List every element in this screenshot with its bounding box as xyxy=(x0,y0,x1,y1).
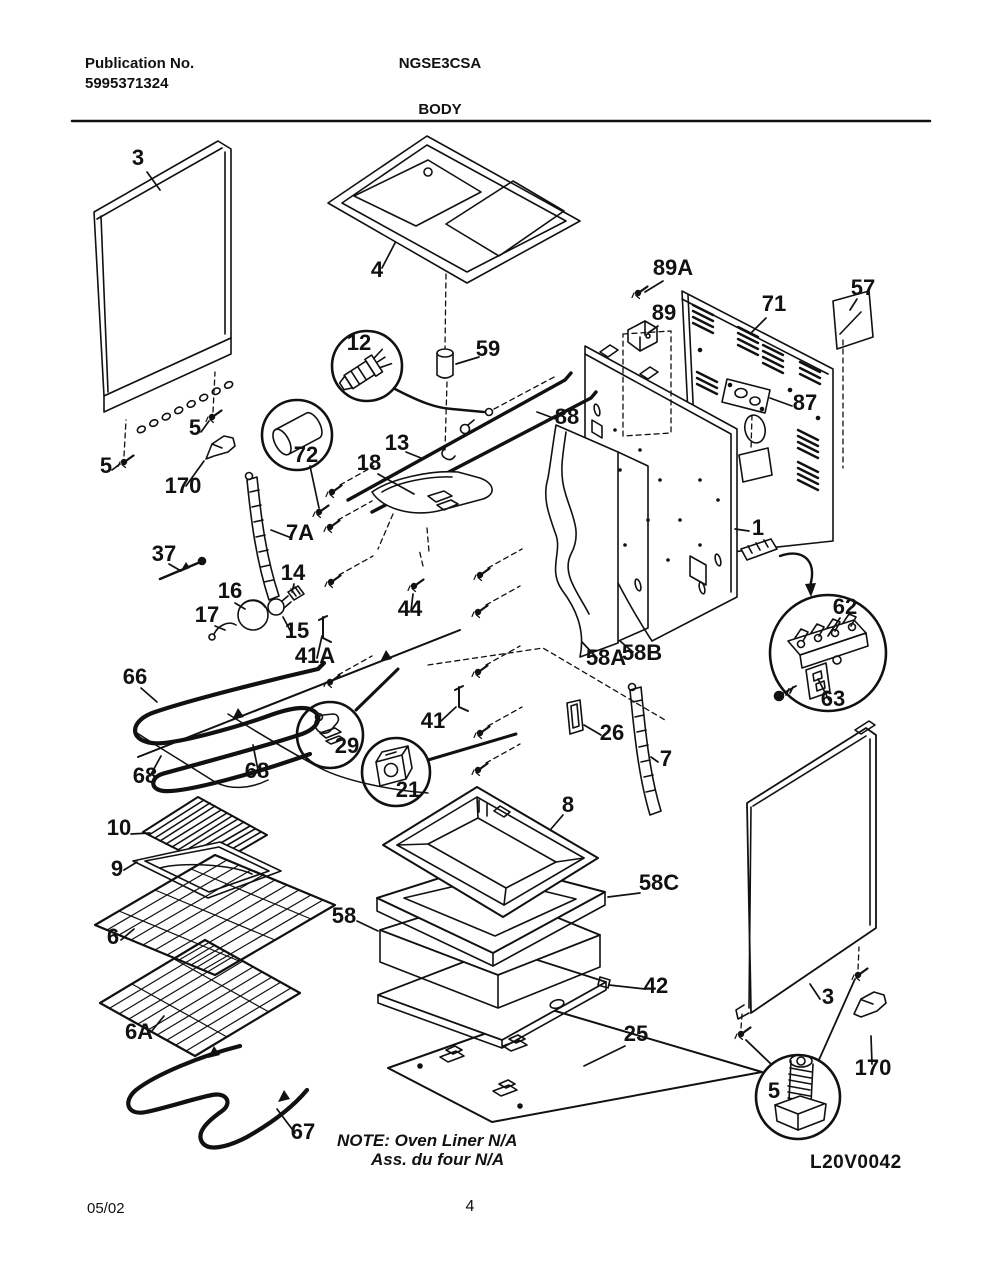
part-callout-18: 18 xyxy=(357,450,381,475)
screw-44 xyxy=(406,578,425,593)
igniter-detail-circle-12 xyxy=(330,329,494,417)
part-callout-68: 68 xyxy=(133,763,157,788)
part-callout-16: 16 xyxy=(218,578,242,603)
part-callout-15: 15 xyxy=(285,618,309,643)
part-callout-170: 170 xyxy=(855,1055,892,1080)
part-callout-9: 9 xyxy=(111,856,123,881)
right-side-panel-3-graphic xyxy=(733,720,887,1066)
leveling-leg-detail-circle-5 xyxy=(754,1053,842,1141)
note-line1: NOTE: Oven Liner N/A xyxy=(337,1131,518,1150)
part-callout-58A: 58A xyxy=(586,645,626,670)
part-callout-13: 13 xyxy=(385,430,409,455)
clip-170-left xyxy=(205,435,236,460)
construction-lines xyxy=(123,273,860,1029)
part-callout-10: 10 xyxy=(107,815,131,840)
part-callout-58B: 58B xyxy=(622,640,662,665)
support-rod-graphic xyxy=(137,629,461,758)
part-callout-3: 3 xyxy=(822,984,834,1009)
note-line2: Ass. du four N/A xyxy=(371,1150,505,1169)
part-callout-21: 21 xyxy=(396,777,420,802)
bottom-panel-42-graphic xyxy=(377,947,611,1049)
leader-lines xyxy=(111,171,873,1134)
part-callout-62: 62 xyxy=(833,594,857,619)
part-callout-37: 37 xyxy=(152,541,176,566)
part-callout-57: 57 xyxy=(851,275,875,300)
part-callout-5: 5 xyxy=(768,1078,780,1103)
roller-detail-circle-72 xyxy=(260,398,334,519)
nut-detail-circle-21 xyxy=(360,732,518,808)
part-callout-71: 71 xyxy=(762,291,786,316)
element-wires-68-graphic xyxy=(136,713,429,794)
burner-bracket-18-graphic xyxy=(371,470,493,514)
bracket-41a-graphic xyxy=(318,615,332,643)
terminal-detail-circle-62 xyxy=(768,593,888,713)
part-callout-12: 12 xyxy=(347,330,371,355)
part-callout-41: 41 xyxy=(421,708,445,733)
publication-number: 5995371324 xyxy=(85,75,169,92)
part-callout-7: 7 xyxy=(660,746,672,771)
part-callout-170: 170 xyxy=(165,473,202,498)
publication-label: Publication No. xyxy=(85,55,195,72)
part-callout-3: 3 xyxy=(132,145,144,170)
part-callout-87: 87 xyxy=(793,390,817,415)
standoff-59-graphic xyxy=(436,348,454,379)
section-title: BODY xyxy=(418,101,462,118)
top-pan-4-graphic xyxy=(327,135,581,284)
screw-5-lower xyxy=(116,454,135,469)
bracket-89-graphic xyxy=(627,285,658,352)
access-panel-57-graphic xyxy=(832,290,874,350)
part-callout-42: 42 xyxy=(644,973,668,998)
part-callout-29: 29 xyxy=(335,733,359,758)
part-callout-17: 17 xyxy=(195,602,219,627)
diagram-code: L20V0042 xyxy=(810,1152,902,1173)
screw-5-right-a xyxy=(733,1026,752,1041)
igniter-wire xyxy=(393,387,486,414)
part-callout-63: 63 xyxy=(821,686,845,711)
part-callout-89A: 89A xyxy=(653,255,693,280)
part-callout-67: 67 xyxy=(291,1119,315,1144)
bracket-41-graphic xyxy=(454,685,469,712)
part-callout-5: 5 xyxy=(100,453,112,478)
footer-date: 05/02 xyxy=(87,1200,125,1217)
part-callout-41A: 41A xyxy=(295,643,335,668)
bracket-26-graphic xyxy=(566,699,584,735)
part-callout-58C: 58C xyxy=(639,870,679,895)
broil-element-67-graphic xyxy=(126,1043,310,1150)
part-callout-8: 8 xyxy=(562,792,574,817)
roller-screw xyxy=(311,504,330,519)
part-callout-1: 1 xyxy=(752,515,764,540)
screw-37-graphic xyxy=(158,556,207,581)
part-callout-59: 59 xyxy=(476,336,500,361)
brace-7a-graphic xyxy=(244,471,280,601)
oven-lamp-graphic xyxy=(208,585,305,641)
oven-rack-6a-graphic xyxy=(98,938,302,1058)
part-callout-14: 14 xyxy=(281,560,306,585)
part-callout-26: 26 xyxy=(600,720,624,745)
model-number: NGSE3CSA xyxy=(398,55,482,72)
terminal-arrow xyxy=(778,552,814,588)
part-callout-68: 68 xyxy=(245,758,269,783)
bake-element-66-graphic xyxy=(133,660,327,794)
part-callout-58: 58 xyxy=(332,903,356,928)
clip-170-right xyxy=(853,991,887,1018)
part-callout-89: 89 xyxy=(652,300,676,325)
part-callout-66: 66 xyxy=(123,664,147,689)
part-callout-7A: 7A xyxy=(286,520,314,545)
footer-page-number: 4 xyxy=(465,1198,475,1215)
part-callout-4: 4 xyxy=(371,257,384,282)
part-callout-6: 6 xyxy=(107,924,119,949)
part-callout-44: 44 xyxy=(398,596,423,621)
part-callout-6A: 6A xyxy=(125,1019,153,1044)
part-callout-25: 25 xyxy=(624,1021,648,1046)
side-spacer-58ab-graphic xyxy=(544,424,649,658)
part-callout-72: 72 xyxy=(294,442,318,467)
part-callout-5: 5 xyxy=(189,415,201,440)
oven-liner-8-graphic xyxy=(382,786,599,918)
rail-7-graphic xyxy=(627,682,662,816)
part-callout-88: 88 xyxy=(555,404,579,429)
left-side-panel-3-graphic xyxy=(93,140,236,469)
